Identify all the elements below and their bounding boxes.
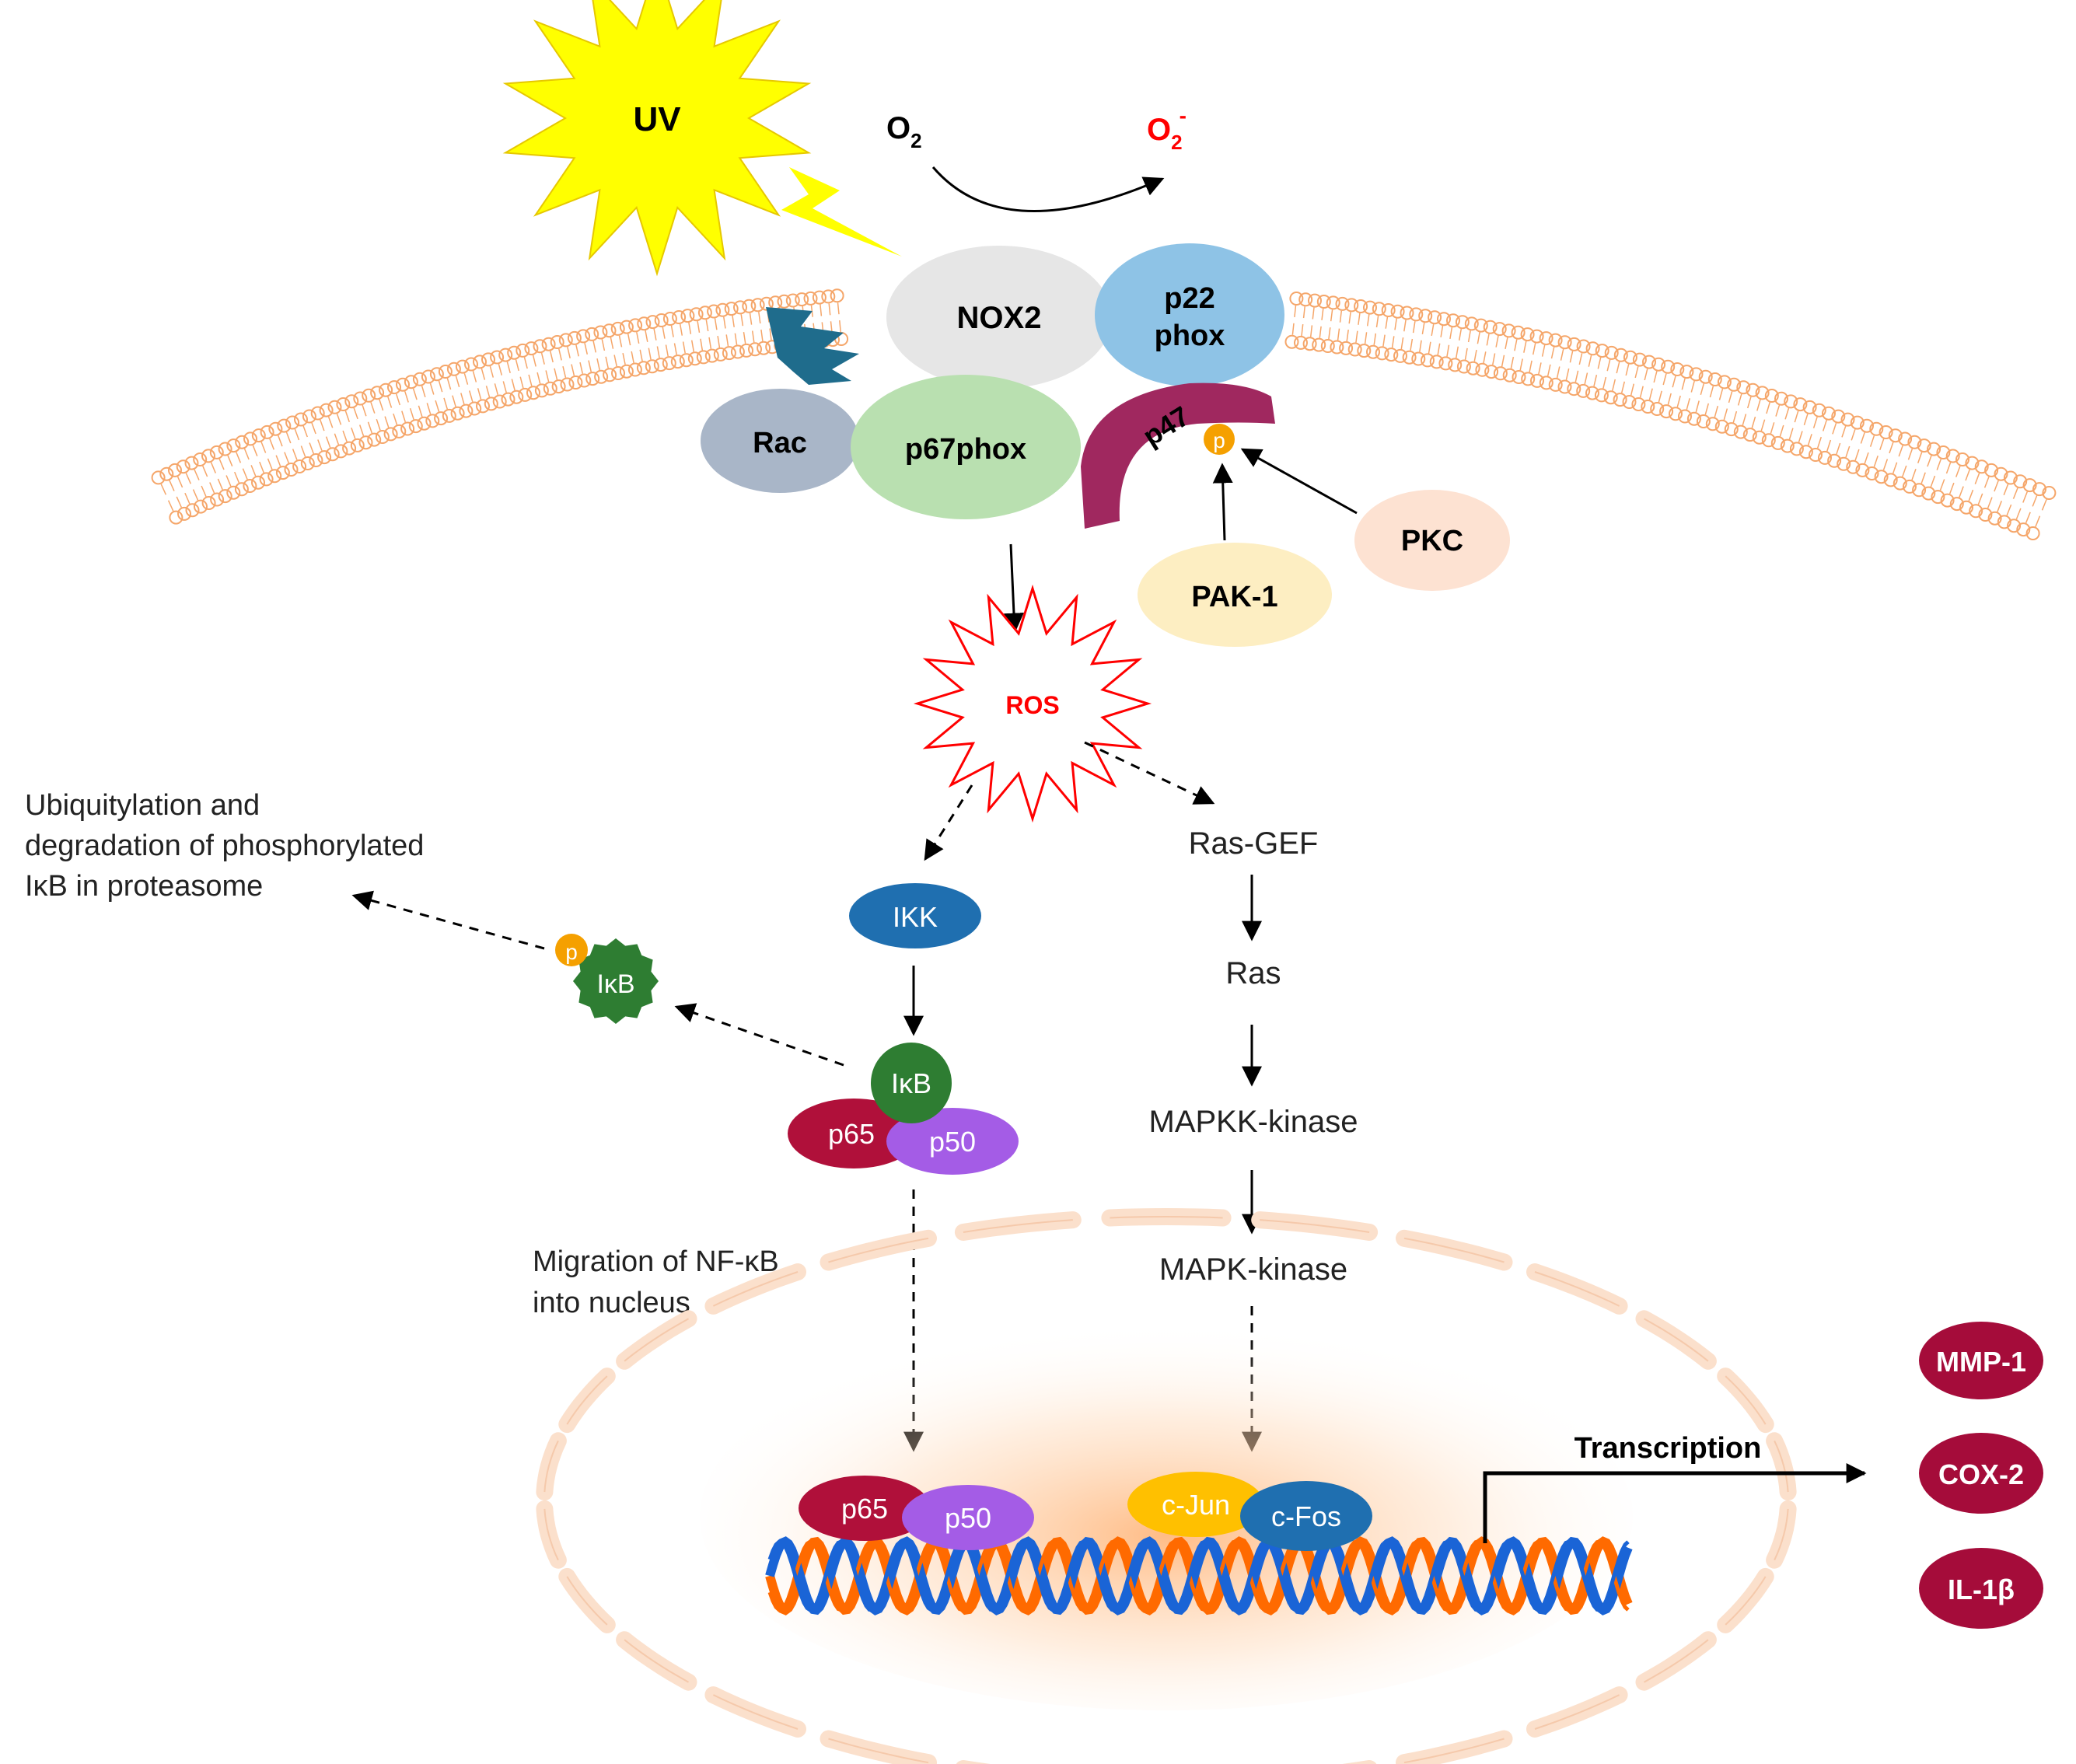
p22phox-label-line1: p22 <box>1164 282 1214 315</box>
ikb-phospho-label: p <box>565 940 578 964</box>
nfkb-branch: IKK p65 p50 IκB IκB p Ubiquitylation and… <box>25 789 1019 1452</box>
rac-label: Rac <box>753 427 807 459</box>
ikk-node <box>849 883 981 948</box>
ikk-label: IKK <box>893 901 938 933</box>
rasgef-label: Ras-GEF <box>1189 826 1319 861</box>
p67phox-label: p67phox <box>905 433 1026 466</box>
cfos-node <box>1240 1481 1372 1551</box>
degradation-arrow <box>351 890 545 950</box>
p22phox-label-line2: phox <box>1155 320 1225 352</box>
ros-burst-icon <box>913 584 1152 823</box>
p50-nuclear-node <box>902 1485 1034 1550</box>
pak1-node <box>1138 543 1332 647</box>
migration-note-line1: Migration of NF-κB <box>533 1245 779 1278</box>
mapk-branch: Ras-GEF Ras MAPKK-kinase MAPK-kinase <box>1149 826 1358 1452</box>
nox2-complex: NOX2 p22 phox Rac p67phox p47 p PAK-1 PK… <box>701 243 1510 647</box>
p50-nuclear-label: p50 <box>945 1502 991 1534</box>
p65-cytoplasm-label: p65 <box>828 1118 875 1150</box>
ikb-release-arrow <box>674 1003 844 1067</box>
p50-cytoplasm-label: p50 <box>929 1126 976 1158</box>
ros-label: ROS <box>1005 691 1059 719</box>
nox2-label: NOX2 <box>957 301 1042 335</box>
ras-label: Ras <box>1225 956 1281 990</box>
pkc-label: PKC <box>1401 525 1463 557</box>
reaction-arrow <box>931 166 1165 213</box>
cox2-node <box>1919 1433 2043 1514</box>
rac-node <box>701 389 859 493</box>
p65-cytoplasm-node <box>788 1099 920 1168</box>
il1b-label: IL-1β <box>1948 1574 2015 1605</box>
p67phox-node <box>851 375 1081 519</box>
uv-sun: UV <box>502 0 902 277</box>
mmp1-label: MMP-1 <box>1936 1346 2026 1378</box>
ikb-phospho-icon <box>555 934 588 966</box>
migration-note-line2: into nucleus <box>533 1287 690 1319</box>
phospho-ikb-label: IκB <box>596 969 634 999</box>
uv-label: UV <box>633 100 681 138</box>
transcription-arrow <box>1483 1463 1867 1543</box>
p50-cytoplasm-node <box>886 1108 1019 1175</box>
cjun-label: c-Jun <box>1162 1489 1230 1521</box>
cell-membrane <box>151 288 2057 540</box>
mmp1-node <box>1919 1322 2043 1399</box>
cfos-label: c-Fos <box>1271 1500 1341 1532</box>
nuclear-envelope <box>536 1207 1797 1764</box>
rac-anchor-icon <box>766 307 859 385</box>
pak1-label: PAK-1 <box>1191 581 1277 613</box>
il1b-node <box>1919 1548 2043 1629</box>
ros-to-ikk-arrow <box>924 784 973 861</box>
p47-phospho-label: p <box>1213 428 1225 452</box>
complex-to-ros-arrow <box>1003 543 1024 634</box>
superoxide-label: O2- <box>1147 103 1187 154</box>
pkc-node <box>1354 490 1510 591</box>
superoxide-reaction: O2 O2- <box>886 103 1187 213</box>
ikb-bound-label: IκB <box>891 1067 931 1099</box>
ikb-bound-node <box>871 1043 952 1123</box>
p47phox-node <box>1081 382 1275 529</box>
transcription-label: Transcription <box>1574 1432 1762 1465</box>
pkc-arrow <box>1240 448 1358 515</box>
phospho-ikb-node <box>573 938 659 1024</box>
gene-products: MMP-1 COX-2 IL-1β <box>1919 1322 2043 1629</box>
cox2-label: COX-2 <box>1938 1458 2024 1490</box>
pak1-arrow <box>1212 463 1233 541</box>
nucleus: p65 p50 c-Jun c-Fos Transcription <box>536 1207 1867 1764</box>
uv-lightning-icon <box>781 167 902 257</box>
mapkk-kinase-label: MAPKK-kinase <box>1149 1105 1358 1139</box>
p65-nuclear-label: p65 <box>841 1493 888 1525</box>
degradation-note-line2: degradation of phosphorylated <box>25 830 424 862</box>
o2-label: O2 <box>886 111 922 152</box>
degradation-note-line3: IκB in proteasome <box>25 870 263 903</box>
ros-to-rasgef-arrow <box>1084 741 1215 805</box>
cjun-node <box>1127 1472 1264 1537</box>
p47-phospho-icon <box>1204 424 1235 455</box>
mapk-kinase-label: MAPK-kinase <box>1159 1252 1347 1287</box>
uv-star-icon <box>502 0 812 277</box>
degradation-note-line1: Ubiquitylation and <box>25 789 260 822</box>
nox2-node <box>886 246 1112 389</box>
p22phox-node <box>1095 243 1284 386</box>
p65-nuclear-node <box>799 1476 931 1541</box>
